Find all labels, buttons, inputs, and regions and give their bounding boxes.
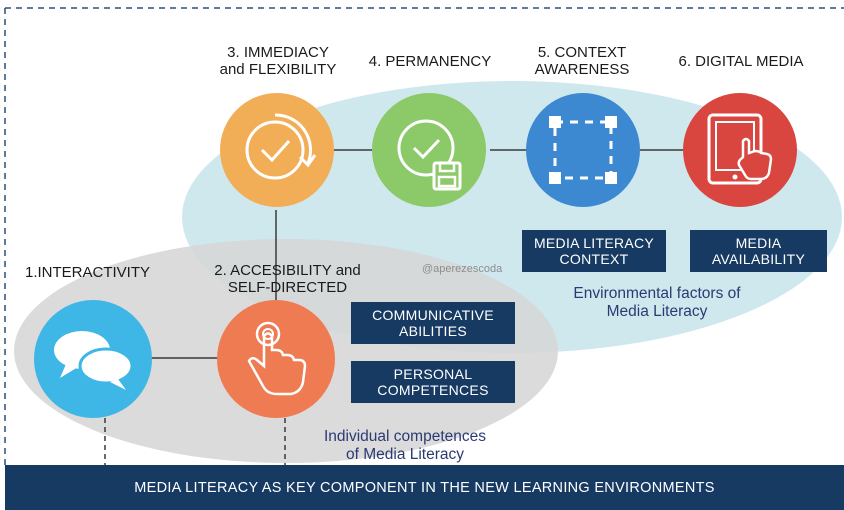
node-permanency — [372, 93, 486, 207]
personal-competences-box: PERSONAL COMPETENCES — [351, 361, 515, 403]
focus-frame-icon — [549, 116, 617, 184]
node-label-context-awareness: 5. CONTEXT AWARENESS — [534, 44, 630, 78]
environmental-factors-caption: Environmental factors of Media Literacy — [573, 285, 741, 320]
communicative-abilities-box: COMMUNICATIVE ABILITIES — [351, 302, 515, 344]
watermark: @aperezescoda — [422, 263, 503, 275]
node-digital-media — [683, 93, 797, 207]
media-availability-box: MEDIA AVAILABILITY — [690, 230, 827, 272]
chat-bubbles-icon — [54, 331, 134, 390]
media-literacy-context-box: MEDIA LITERACY CONTEXT — [522, 230, 666, 272]
node-label-permanency: 4. PERMANENCY — [368, 53, 492, 70]
node-interactivity — [34, 300, 152, 418]
node-accesibility — [217, 300, 335, 418]
node-label-interactivity: 1.INTERACTIVITY — [25, 264, 151, 281]
individual-competences-caption: Individual competences of Media Literacy — [324, 428, 486, 463]
clock-save-icon — [397, 119, 462, 191]
footer-text: MEDIA LITERACY AS KEY COMPONENT IN THE N… — [134, 479, 715, 496]
node-context-awareness — [526, 93, 640, 207]
node-label-accesibility: 2. ACCESIBILITY and SELF-DIRECTED — [214, 262, 361, 296]
footer-banner: MEDIA LITERACY AS KEY COMPONENT IN THE N… — [5, 465, 844, 510]
node-label-immediacy: 3. IMMEDIACY and FLEXIBILITY — [219, 44, 337, 78]
node-immediacy — [220, 93, 334, 207]
clock-refresh-icon — [245, 113, 317, 180]
node-label-digital-media: 6. DIGITAL MEDIA — [678, 53, 804, 70]
touch-hand-icon — [247, 321, 307, 396]
tablet-touch-icon — [707, 113, 773, 185]
